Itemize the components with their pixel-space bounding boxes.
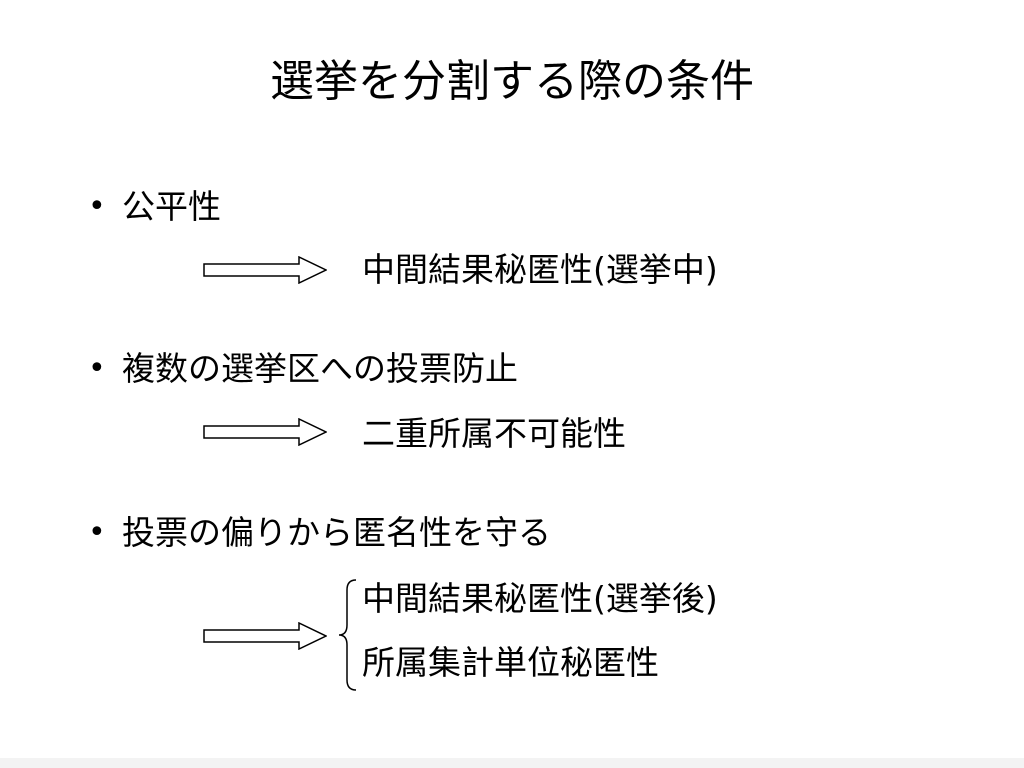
result-text: 二重所属不可能性 (362, 414, 626, 453)
bullet-item-fairness: • 公平性 (88, 185, 221, 229)
right-arrow-icon (203, 256, 327, 284)
right-arrow-icon (203, 622, 327, 650)
bullet-heading: 複数の選挙区への投票防止 (122, 349, 518, 388)
bullet-item-anonymity: • 投票の偏りから匿名性を守る (88, 511, 551, 555)
bullet-item-double-vote: • 複数の選挙区への投票防止 (88, 347, 518, 391)
result-text: 中間結果秘匿性(選挙後) (362, 579, 718, 618)
right-arrow-icon (203, 418, 327, 446)
result-text: 所属集計単位秘匿性 (362, 643, 659, 682)
bullet-dot: • (88, 351, 106, 386)
result-text: 中間結果秘匿性(選挙中) (362, 250, 718, 289)
bullet-heading: 公平性 (122, 187, 221, 226)
bullet-heading: 投票の偏りから匿名性を守る (122, 513, 551, 552)
slide-title: 選挙を分割する際の条件 (270, 56, 754, 107)
bullet-dot: • (88, 515, 106, 550)
bullet-dot: • (88, 189, 106, 224)
bottom-strip (0, 758, 1024, 768)
left-brace-icon (338, 579, 357, 691)
